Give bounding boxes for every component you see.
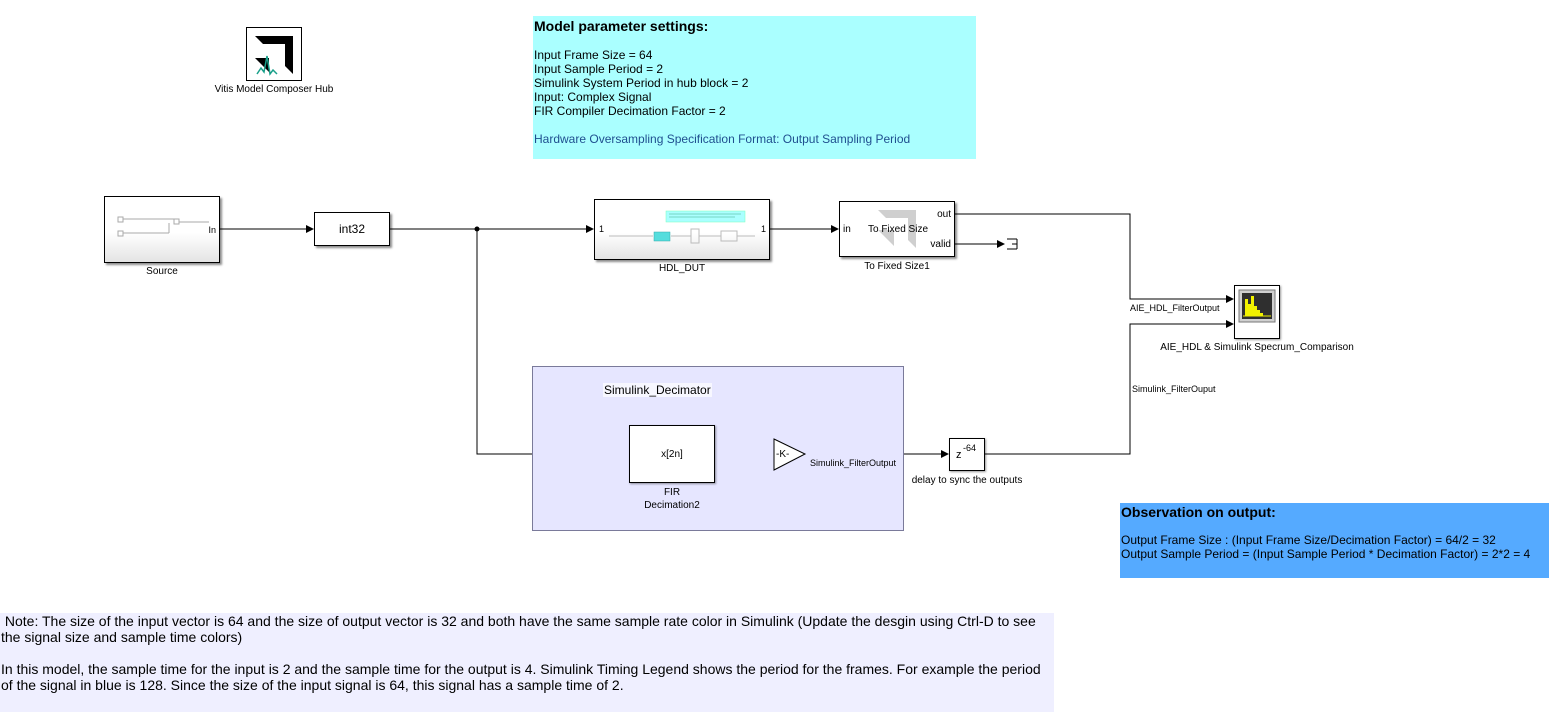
vitis-hub-block[interactable] <box>246 27 302 81</box>
to-fixed-size-block[interactable]: in out valid To Fixed Size <box>839 201 955 257</box>
signal-label-aie-hdl: AIE_HDL_FilterOutput <box>1130 303 1220 313</box>
tofixed-text: To Fixed Size <box>867 224 929 235</box>
note-paragraph-1: Note: The size of the input vector is 64… <box>1 613 1040 645</box>
spectrum-scope-block[interactable] <box>1234 285 1280 339</box>
params-line: Input: Complex Signal <box>534 90 652 104</box>
observation-title: Observation on output: <box>1121 504 1276 520</box>
fir-text: x[2n] <box>661 448 683 460</box>
params-footer: Hardware Oversampling Specification Form… <box>534 132 911 146</box>
gain-block[interactable] <box>773 438 807 472</box>
tofixed-port-in: in <box>843 224 851 235</box>
simulink-decimator-area <box>532 366 904 531</box>
params-line: FIR Compiler Decimation Factor = 2 <box>534 104 726 118</box>
source-label: Source <box>146 266 178 277</box>
observation-annotation: Observation on output: Output Frame Size… <box>1120 503 1549 578</box>
gain-text: -K- <box>776 449 790 460</box>
observation-line: Output Frame Size : (Input Frame Size/De… <box>1121 533 1496 547</box>
branch-point <box>474 226 480 232</box>
hdl-port-out: 1 <box>760 224 766 234</box>
spectrum-scope-icon <box>1238 289 1276 323</box>
wire-out-scope <box>955 213 1234 303</box>
params-annotation: Model parameter settings: Input Frame Si… <box>533 16 976 159</box>
hdl-port-in: 1 <box>599 224 605 234</box>
hdl-dut-label: HDL_DUT <box>658 263 706 274</box>
tofixed-port-out: out <box>937 209 951 220</box>
wire-delay-scope <box>985 320 1234 455</box>
delay-block[interactable]: z-64 <box>949 438 985 471</box>
int32-block[interactable]: int32 <box>314 212 390 246</box>
source-port-out: In <box>208 225 216 235</box>
fir-decimation-block[interactable]: x[2n] <box>629 425 715 483</box>
terminator-block <box>1007 238 1018 250</box>
delay-label: delay to sync the outputs <box>911 475 1023 486</box>
subsystem-preview-icon <box>609 210 755 244</box>
spectrum-scope-label: AIE_HDL & Simulink Specrum_Comparison <box>1160 342 1354 353</box>
bottom-note-annotation: Note: The size of the input vector is 64… <box>0 613 1054 712</box>
params-line: Simulink System Period in hub block = 2 <box>534 76 749 90</box>
tofixed-port-valid: valid <box>930 239 951 250</box>
hub-label: Vitis Model Composer Hub <box>214 84 334 95</box>
to-fixed-size-label: To Fixed Size1 <box>864 261 930 272</box>
fir-label-2: Decimation2 <box>644 500 700 511</box>
hdl-dut-block[interactable]: 1 1 <box>594 199 770 260</box>
signal-label-sim-filter: Simulink_FilterOuput <box>1132 384 1216 394</box>
simulink-decimator-title: Simulink_Decimator <box>603 383 712 397</box>
params-title: Model parameter settings: <box>534 18 709 34</box>
xilinx-logo-icon <box>878 210 916 248</box>
amd-logo-icon <box>255 36 293 76</box>
params-line: Input Frame Size = 64 <box>534 48 653 62</box>
note-paragraph-2: In this model, the sample time for the i… <box>1 661 1041 693</box>
delay-exponent: -64 <box>963 443 977 453</box>
observation-line: Output Sample Period = (Input Sample Per… <box>1121 547 1531 561</box>
delay-z: z <box>956 449 962 461</box>
params-line: Input Sample Period = 2 <box>534 62 664 76</box>
fir-label-1: FIR <box>663 487 681 498</box>
int32-text: int32 <box>338 222 366 236</box>
source-block[interactable]: In <box>104 196 220 263</box>
signal-label-sim-output: Simulink_FilterOutput <box>810 458 897 468</box>
subsystem-preview-icon <box>117 216 209 237</box>
